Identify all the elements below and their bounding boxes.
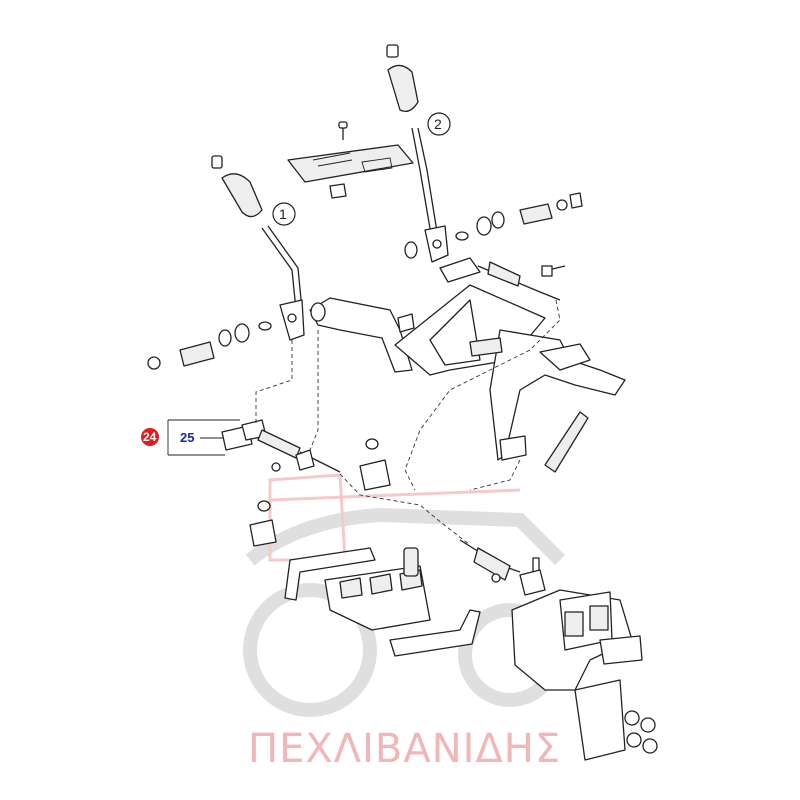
svg-text:24: 24 bbox=[143, 430, 157, 444]
lever-2-hardware bbox=[404, 192, 583, 259]
cable-clips bbox=[249, 438, 391, 547]
lever-1-hardware bbox=[147, 321, 272, 370]
main-bracket bbox=[309, 284, 626, 461]
ref-label-25: 25 bbox=[180, 430, 224, 445]
watermark-text: ΠΕΧΛΙΒΑΝΙΔΗΣ bbox=[248, 726, 561, 772]
svg-text:1: 1 bbox=[279, 206, 287, 222]
callout-2: 2 bbox=[427, 112, 451, 136]
lever-2 bbox=[386, 44, 449, 263]
pin bbox=[544, 411, 589, 473]
cable-routing bbox=[255, 299, 561, 546]
valve-block bbox=[511, 589, 658, 761]
rod-end-link bbox=[439, 257, 566, 301]
lower-bracket bbox=[284, 547, 481, 657]
ref-label-24: 24 bbox=[141, 428, 159, 446]
callout-1: 1 bbox=[272, 202, 296, 226]
ref-bracket bbox=[167, 419, 240, 456]
lower-cable-end bbox=[459, 539, 546, 596]
watermark-tractor bbox=[243, 473, 565, 717]
cable-assembly bbox=[221, 419, 341, 473]
cover-plate bbox=[287, 121, 414, 199]
svg-text:25: 25 bbox=[180, 430, 194, 445]
lever-1 bbox=[211, 155, 305, 341]
svg-text:2: 2 bbox=[434, 116, 442, 132]
